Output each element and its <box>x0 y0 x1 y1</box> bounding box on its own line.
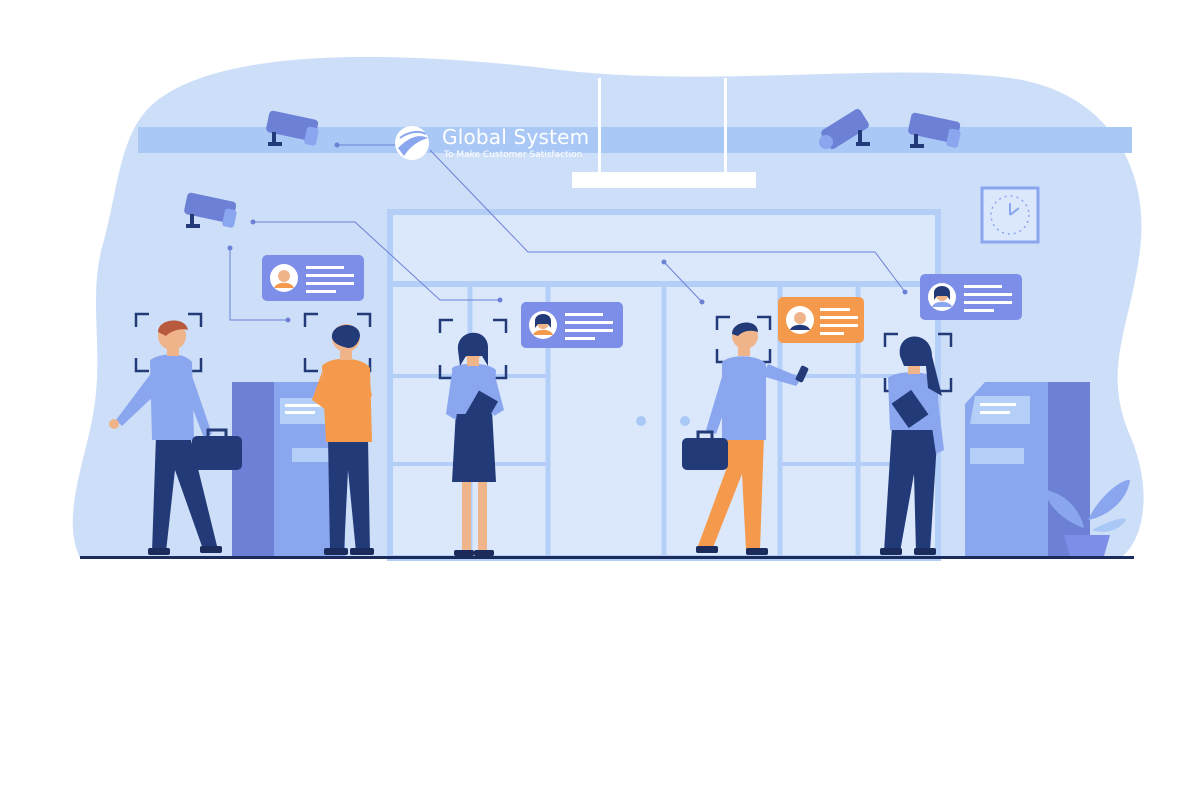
phone-icon <box>795 365 809 383</box>
avatar <box>794 312 806 324</box>
woman-with-tablet <box>880 336 944 555</box>
connection-lines <box>229 144 906 321</box>
id-card <box>920 274 1022 320</box>
tablet-icon <box>891 389 929 429</box>
logo: Global System To Make Customer Satisfact… <box>395 125 589 160</box>
door-handle <box>680 416 690 426</box>
floor-line <box>80 556 1134 559</box>
logo-tagline: To Make Customer Satisfaction <box>443 150 582 160</box>
face-detection-frame <box>134 312 953 393</box>
door-handle <box>636 416 646 426</box>
briefcase-icon <box>192 436 242 470</box>
connection-dots <box>227 142 908 323</box>
avatar <box>278 270 290 282</box>
security-camera-icon <box>184 192 237 228</box>
wall-clock-icon <box>980 186 1040 244</box>
logo-title: Global System <box>442 125 589 149</box>
atm-kiosk-right <box>965 382 1090 558</box>
security-camera-icon <box>908 112 961 148</box>
man-with-phone-and-briefcase <box>682 322 809 555</box>
walking-man-with-briefcase <box>109 320 242 555</box>
id-card <box>521 302 623 348</box>
briefcase-icon <box>682 438 728 470</box>
ceiling-light <box>572 78 756 188</box>
security-camera-icon <box>819 108 870 150</box>
security-camera-icon <box>266 110 319 146</box>
potted-plant-icon <box>1045 479 1130 556</box>
folder-icon <box>463 390 499 428</box>
id-card <box>778 297 864 343</box>
id-card <box>262 255 364 301</box>
man-in-orange-shirt <box>312 324 374 555</box>
woman-with-folder <box>446 332 504 556</box>
